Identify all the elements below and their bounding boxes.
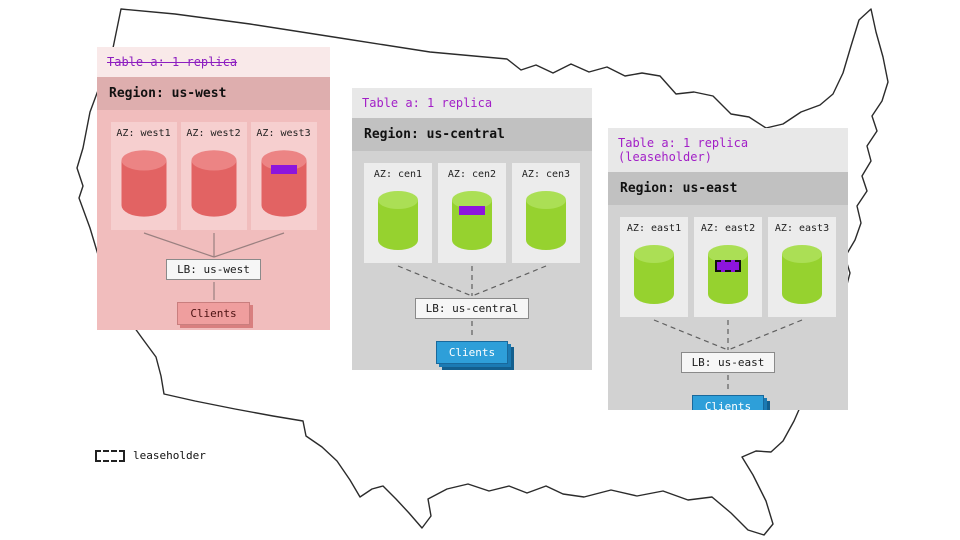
lb-row: LB: us-central <box>364 297 580 319</box>
database-cylinder <box>364 189 432 253</box>
replica-marker <box>270 165 297 174</box>
leaseholder-legend-swatch-icon <box>95 449 125 462</box>
region-body: Region: us-west AZ: west1 AZ: west2 <box>97 77 330 330</box>
region-panel-us-east: Table a: 1 replica (leaseholder) Region:… <box>608 128 848 410</box>
database-cylinder-icon <box>782 245 822 304</box>
az-box-cen3: AZ: cen3 <box>512 163 580 263</box>
az-box-east3: AZ: east3 <box>768 217 836 317</box>
database-cylinder-icon <box>191 150 236 217</box>
region-title: Region: us-central <box>352 118 592 151</box>
az-box-cen2: AZ: cen2 <box>438 163 506 263</box>
load-balancer: LB: us-east <box>680 352 776 373</box>
database-cylinder-icon <box>261 150 306 217</box>
az-box-west1: AZ: west1 <box>110 122 177 230</box>
clients-box: Clients <box>435 341 509 364</box>
table-label-bar: Table a: 1 replica <box>352 88 592 118</box>
lb-to-clients-connector <box>212 282 215 300</box>
clients-row: Clients <box>620 395 836 410</box>
lb-row: LB: us-east <box>620 351 836 373</box>
region-panel-us-west: Table a: 1 replica Region: us-west AZ: w… <box>97 47 330 330</box>
leaseholder-marker <box>715 260 741 272</box>
database-cylinder <box>512 189 580 253</box>
database-cylinder <box>181 148 247 220</box>
region-body: Region: us-east AZ: east1 AZ: east2 <box>608 172 848 410</box>
region-body: Region: us-central AZ: cen1 AZ: cen2 <box>352 118 592 370</box>
az-box-west3: AZ: west3 <box>250 122 317 230</box>
az-label: AZ: east2 <box>700 223 756 234</box>
database-cylinder <box>111 148 177 220</box>
az-label: AZ: west3 <box>256 128 311 139</box>
legend-label: leaseholder <box>133 449 206 462</box>
az-label: AZ: east1 <box>626 223 682 234</box>
lb-to-clients-connector <box>727 375 729 393</box>
load-balancer: LB: us-central <box>414 298 530 319</box>
az-label: AZ: cen3 <box>521 169 571 180</box>
az-box-east1: AZ: east1 <box>620 217 688 317</box>
database-cylinder <box>694 243 762 307</box>
clients-box: Clients <box>177 302 250 325</box>
database-cylinder-icon <box>452 191 492 250</box>
az-box-cen1: AZ: cen1 <box>364 163 432 263</box>
az-row: AZ: cen1 AZ: cen2 <box>364 163 580 263</box>
region-panel-us-central: Table a: 1 replica Region: us-central AZ… <box>352 88 592 370</box>
table-replica-label: Table a: 1 replica <box>107 55 238 69</box>
region-title: Region: us-west <box>97 77 330 110</box>
clients-box: Clients <box>691 395 765 410</box>
database-cylinder <box>438 189 506 253</box>
database-cylinder-icon <box>121 150 166 217</box>
region-title: Region: us-east <box>608 172 848 205</box>
database-cylinder <box>620 243 688 307</box>
az-row: AZ: west1 AZ: west2 <box>109 122 318 230</box>
lb-to-clients-connector <box>471 321 473 339</box>
az-row: AZ: east1 AZ: east2 <box>620 217 836 317</box>
az-to-lb-connectors <box>143 232 284 258</box>
az-label: AZ: west1 <box>116 128 171 139</box>
az-label: AZ: east3 <box>774 223 830 234</box>
az-to-lb-connectors <box>653 319 803 351</box>
az-label: AZ: cen2 <box>447 169 497 180</box>
database-cylinder-icon <box>378 191 418 250</box>
legend: leaseholder <box>95 449 206 462</box>
table-label-bar: Table a: 1 replica (leaseholder) <box>608 128 848 172</box>
database-cylinder-icon <box>708 245 748 304</box>
table-label-bar: Table a: 1 replica <box>97 47 330 77</box>
az-box-east2: AZ: east2 <box>694 217 762 317</box>
lb-row: LB: us-west <box>109 258 318 280</box>
database-cylinder <box>251 148 317 220</box>
database-cylinder <box>768 243 836 307</box>
clients-row: Clients <box>364 341 580 364</box>
database-cylinder-icon <box>634 245 674 304</box>
az-to-lb-connectors <box>397 265 547 297</box>
az-box-west2: AZ: west2 <box>180 122 247 230</box>
replica-marker <box>459 206 485 215</box>
table-replica-label: Table a: 1 replica (leaseholder) <box>618 136 749 164</box>
az-label: AZ: cen1 <box>373 169 423 180</box>
table-replica-label: Table a: 1 replica <box>362 96 493 110</box>
database-cylinder-icon <box>526 191 566 250</box>
load-balancer: LB: us-west <box>166 259 261 280</box>
az-label: AZ: west2 <box>186 128 241 139</box>
clients-row: Clients <box>109 302 318 325</box>
